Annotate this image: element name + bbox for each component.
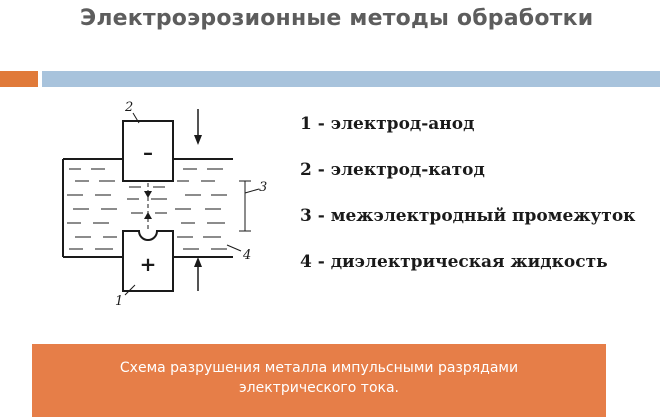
minus-sign: – [143, 140, 153, 164]
slide-title: Электроэрозионные методы обработки [80, 6, 594, 31]
gap-arrow-down [144, 191, 152, 198]
label-1: 1 [115, 294, 123, 309]
legend-item-cathode: 2 - электрод-катод [300, 160, 485, 180]
caption-box: Схема разрушения металла импульсными раз… [32, 344, 606, 417]
label-2: 2 [124, 100, 133, 115]
top-feed-arrow-head [194, 135, 202, 145]
label-3: 3 [259, 180, 267, 195]
gap-arrow-up [144, 212, 152, 219]
edm-diagram: – + 2 3 4 1 [62, 100, 267, 309]
accent-bar-blue [42, 71, 660, 87]
legend-item-anode: 1 - электрод-анод [300, 114, 475, 134]
legend-item-fluid: 4 - диэлектрическая жидкость [300, 252, 608, 272]
plus-sign: + [140, 252, 157, 276]
gap-leader [244, 188, 260, 194]
top-electrode [122, 120, 174, 182]
accent-bar-orange [0, 71, 38, 87]
anode-leader [124, 284, 136, 296]
cathode-leader [132, 112, 140, 124]
label-4: 4 [242, 248, 251, 263]
bottom-electrode [122, 230, 174, 292]
legend: 1 - электрод-анод 2 - электрод-катод 3 -… [300, 112, 635, 274]
fluid-hatching [67, 168, 227, 250]
fluid-leader [226, 244, 242, 252]
legend-item-gap: 3 - межэлектродный промежуток [300, 206, 636, 226]
bottom-feed-arrow-head [194, 257, 202, 267]
